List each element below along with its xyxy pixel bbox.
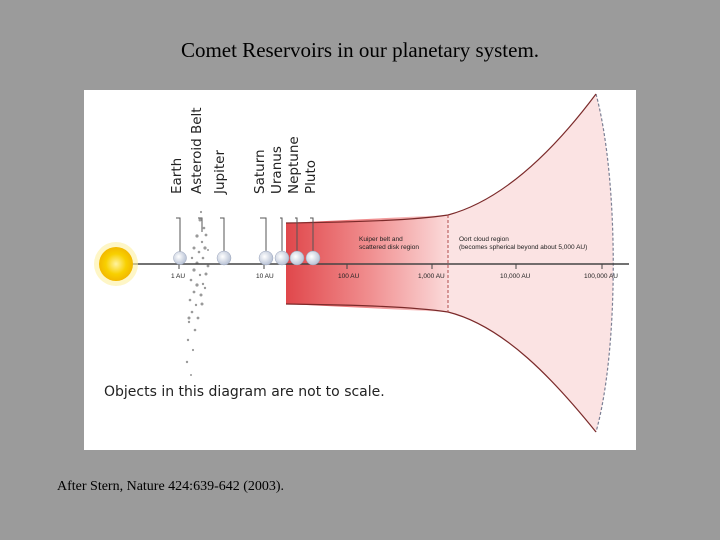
slide-title: Comet Reservoirs in our planetary system…: [0, 38, 720, 63]
label-saturn: Saturn: [252, 149, 268, 194]
label-uranus: Uranus: [269, 146, 285, 194]
diagram-canvas: Earth Asteroid Belt Jupiter Saturn Uranu…: [84, 90, 636, 450]
label-asteroid-belt: Asteroid Belt: [189, 107, 205, 194]
earth-planet: [174, 252, 187, 265]
citation-caption: After Stern, Nature 424:639-642 (2003).: [57, 479, 284, 495]
kuiper-label-line1: Kuiper belt and: [359, 236, 403, 243]
tick-label-100-au: 100 AU: [338, 273, 360, 280]
tick-label-1-au: 1 AU: [171, 273, 185, 280]
oort-label-line2: (becomes spherical beyond about 5,000 AU…: [459, 244, 587, 251]
label-jupiter: Jupiter: [212, 150, 228, 195]
comet-reservoir-diagram: Earth Asteroid Belt Jupiter Saturn Uranu…: [84, 90, 636, 450]
uranus-planet: [275, 251, 289, 265]
label-earth: Earth: [169, 158, 185, 194]
oort-cloud-region: [448, 94, 613, 432]
jupiter-planet: [217, 251, 231, 265]
tick-label-10000-au: 10,000 AU: [500, 273, 531, 280]
pluto-planet: [306, 251, 320, 265]
tick-label-100000-au: 100,000 AU: [584, 273, 618, 280]
scale-note: Objects in this diagram are not to scale…: [104, 384, 385, 400]
neptune-planet: [290, 251, 304, 265]
asteroid-belt-dots: [185, 211, 210, 391]
oort-label-line1: Oort cloud region: [459, 236, 509, 243]
tick-label-10-au: 10 AU: [256, 273, 274, 280]
sun-icon: [94, 242, 138, 286]
label-pluto: Pluto: [303, 160, 319, 194]
saturn-planet: [259, 251, 273, 265]
kuiper-label-line2: scattered disk region: [359, 244, 419, 251]
label-neptune: Neptune: [286, 136, 302, 194]
tick-label-1000-au: 1,000 AU: [418, 273, 445, 280]
